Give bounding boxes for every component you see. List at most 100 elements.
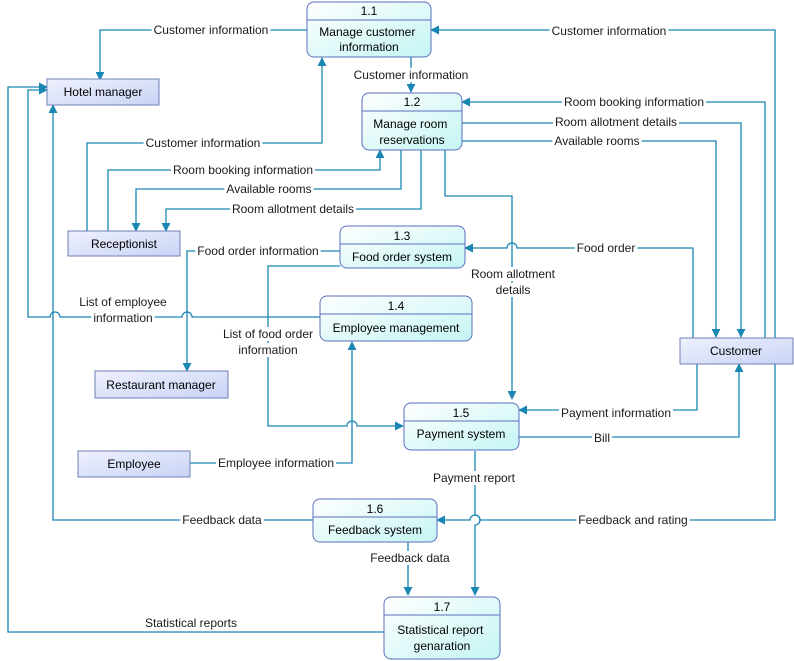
flow-label-line: Customer information [354,68,469,82]
flow-label-line: Feedback and rating [578,513,687,527]
entity-employee[interactable]: Employee [77,450,191,478]
label-room-allotment-to-receptionist: Room allotment details [229,202,357,216]
process-name: Employee management [333,321,460,335]
label-bill: Bill [591,431,613,445]
flow-room-allotment-to-payment [444,150,517,400]
flow-label-line: Customer information [552,24,667,38]
label-room-booking-from-customer: Room booking information [561,95,707,109]
label-feedback-data-to-statistical: Feedback data [368,551,453,565]
flow-label-line: Room booking information [564,95,704,109]
label-room-booking-from-receptionist: Room booking information [170,163,316,177]
process-name: Food order system [352,250,452,264]
process-1-7[interactable]: 1.7 Statistical report genaration [383,596,501,660]
entity-customer[interactable]: Customer [679,337,794,365]
flow-payment-information-from-customer [518,364,698,415]
process-1-4[interactable]: 1.4 Employee management [319,295,473,342]
flow-label-line: Available rooms [226,182,311,196]
flow-room-allotment-to-customer [462,122,746,338]
label-customer-information-from-receptionist: Customer information [143,136,263,150]
flow-label-background [351,68,471,82]
label-food-order-from-customer: Food order [574,241,638,255]
flow-label-background [468,267,558,281]
flow-label-line: Employee information [218,456,334,470]
process-name: Manage customer information [319,25,418,54]
label-room-allotment-to-payment: Room allotment details [468,267,558,297]
process-id: 1.7 [434,600,451,614]
label-food-order-information: Food order information [195,244,321,258]
process-name: Statistical report genaration [397,623,486,653]
process-1-5[interactable]: 1.5 Payment system [403,402,520,451]
flow-label-line: Available rooms [554,134,639,148]
flow-label-line: Feedback data [370,551,450,565]
flow-label-background [215,456,337,470]
flow-label-line: Customer information [146,136,261,150]
flow-label-background [170,163,316,177]
flow-label-background [224,182,314,196]
entity-label: Receptionist [91,237,158,251]
process-id: 1.5 [453,406,470,420]
flow-feedback-and-rating-from-customer [436,364,776,525]
process-1-3[interactable]: 1.3 Food order system [339,225,466,269]
process-id: 1.6 [367,502,384,516]
flow-employee-information-to-employee-management [190,341,357,464]
process-1-6[interactable]: 1.6 Feedback system [312,498,438,543]
flow-label-background [368,551,453,565]
entity-hotel-manager[interactable]: Hotel manager [46,78,160,106]
label-food-order-list-to-payment: List of food order information [220,327,316,357]
flow-label-background [493,283,533,297]
flow-label-line: Food order information [197,244,318,258]
flow-available-rooms-to-customer [462,140,721,338]
label-statistical-reports: Statistical reports [142,616,240,630]
flow-food-order-list-to-payment [267,265,404,431]
flow-label-background [430,471,518,485]
flow-food-order-from-customer [464,242,694,338]
flow-employee-list-to-hotel-manager [27,85,320,318]
process-1-1[interactable]: 1.1 Manage customer information [306,1,432,58]
flow-label-line: Room booking information [173,163,313,177]
flow-label-background [574,241,638,255]
flow-label-background [561,95,707,109]
flow-statistical-reports-to-hotel-manager [7,82,384,633]
flow-label-background [236,343,300,357]
flow-label-background [180,513,265,527]
flow-label-line: List of food order [223,327,313,341]
process-id: 1.3 [394,229,411,243]
label-customer-information-11-to-12: Customer information [351,68,471,82]
flow-label-background [576,513,690,527]
label-payment-information: Payment information [558,406,674,420]
entity-restaurant-manager[interactable]: Restaurant manager [94,370,229,399]
flow-label-line: information [238,343,297,357]
flow-label-line: Statistical reports [145,616,237,630]
flow-label-line: Room allotment [471,267,556,281]
label-customer-information-to-hotel-manager: Customer information [151,23,271,37]
label-available-rooms-to-receptionist: Available rooms [224,182,314,196]
flow-label-background [229,202,357,216]
flow-bill-to-customer [519,363,744,438]
flow-label-background [552,115,680,129]
label-employee-information: Employee information [215,456,337,470]
process-id: 1.4 [388,299,405,313]
label-available-rooms-to-customer: Available rooms [552,134,642,148]
flow-label-line: Bill [594,431,610,445]
label-feedback-data-to-hotel-manager: Feedback data [180,513,265,527]
flow-label-background [549,24,669,38]
flow-label-background [142,616,240,630]
entity-label: Employee [107,457,161,471]
flow-label-line: Customer information [154,23,269,37]
flow-label-line: information [93,311,152,325]
flow-label-line: Payment information [561,406,671,420]
process-id: 1.1 [361,4,378,18]
entity-label: Hotel manager [64,85,143,99]
label-payment-report: Payment report [430,471,518,485]
process-1-2[interactable]: 1.2 Manage room reservations [361,92,463,151]
flow-label-line: details [496,283,531,297]
process-name: Payment system [417,427,506,441]
entity-receptionist[interactable]: Receptionist [67,230,181,257]
flow-label-background [77,295,170,309]
flow-label-background [552,134,642,148]
flow-customer-information-from-customer [430,25,776,338]
flow-label-background [220,327,316,341]
flow-label-background [195,244,321,258]
label-room-allotment-to-customer: Room allotment details [552,115,680,129]
